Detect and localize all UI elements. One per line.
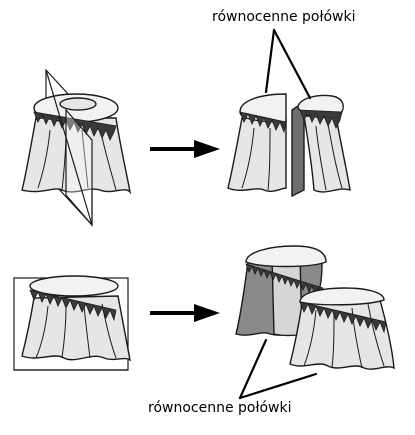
jellyfish-with-horizontal-plane bbox=[13, 275, 131, 371]
arrow-right-icon bbox=[150, 140, 220, 158]
jellyfish-with-vertical-plane bbox=[21, 68, 132, 227]
label-equal-halves-top: równocenne połówki bbox=[212, 9, 356, 25]
bottom-label-leaders bbox=[238, 338, 318, 400]
label-equal-halves-bottom: równocenne połówki bbox=[148, 400, 292, 416]
jellyfish-horizontal-lower-half bbox=[289, 287, 395, 370]
arrow-right-icon bbox=[150, 304, 220, 322]
jellyfish-bell-bottom bbox=[21, 295, 131, 362]
jellyfish-vertical-halves bbox=[227, 93, 351, 198]
top-label-leaders bbox=[264, 28, 312, 100]
jellyfish-fringe bbox=[33, 111, 117, 141]
left-half-bell bbox=[227, 117, 287, 193]
